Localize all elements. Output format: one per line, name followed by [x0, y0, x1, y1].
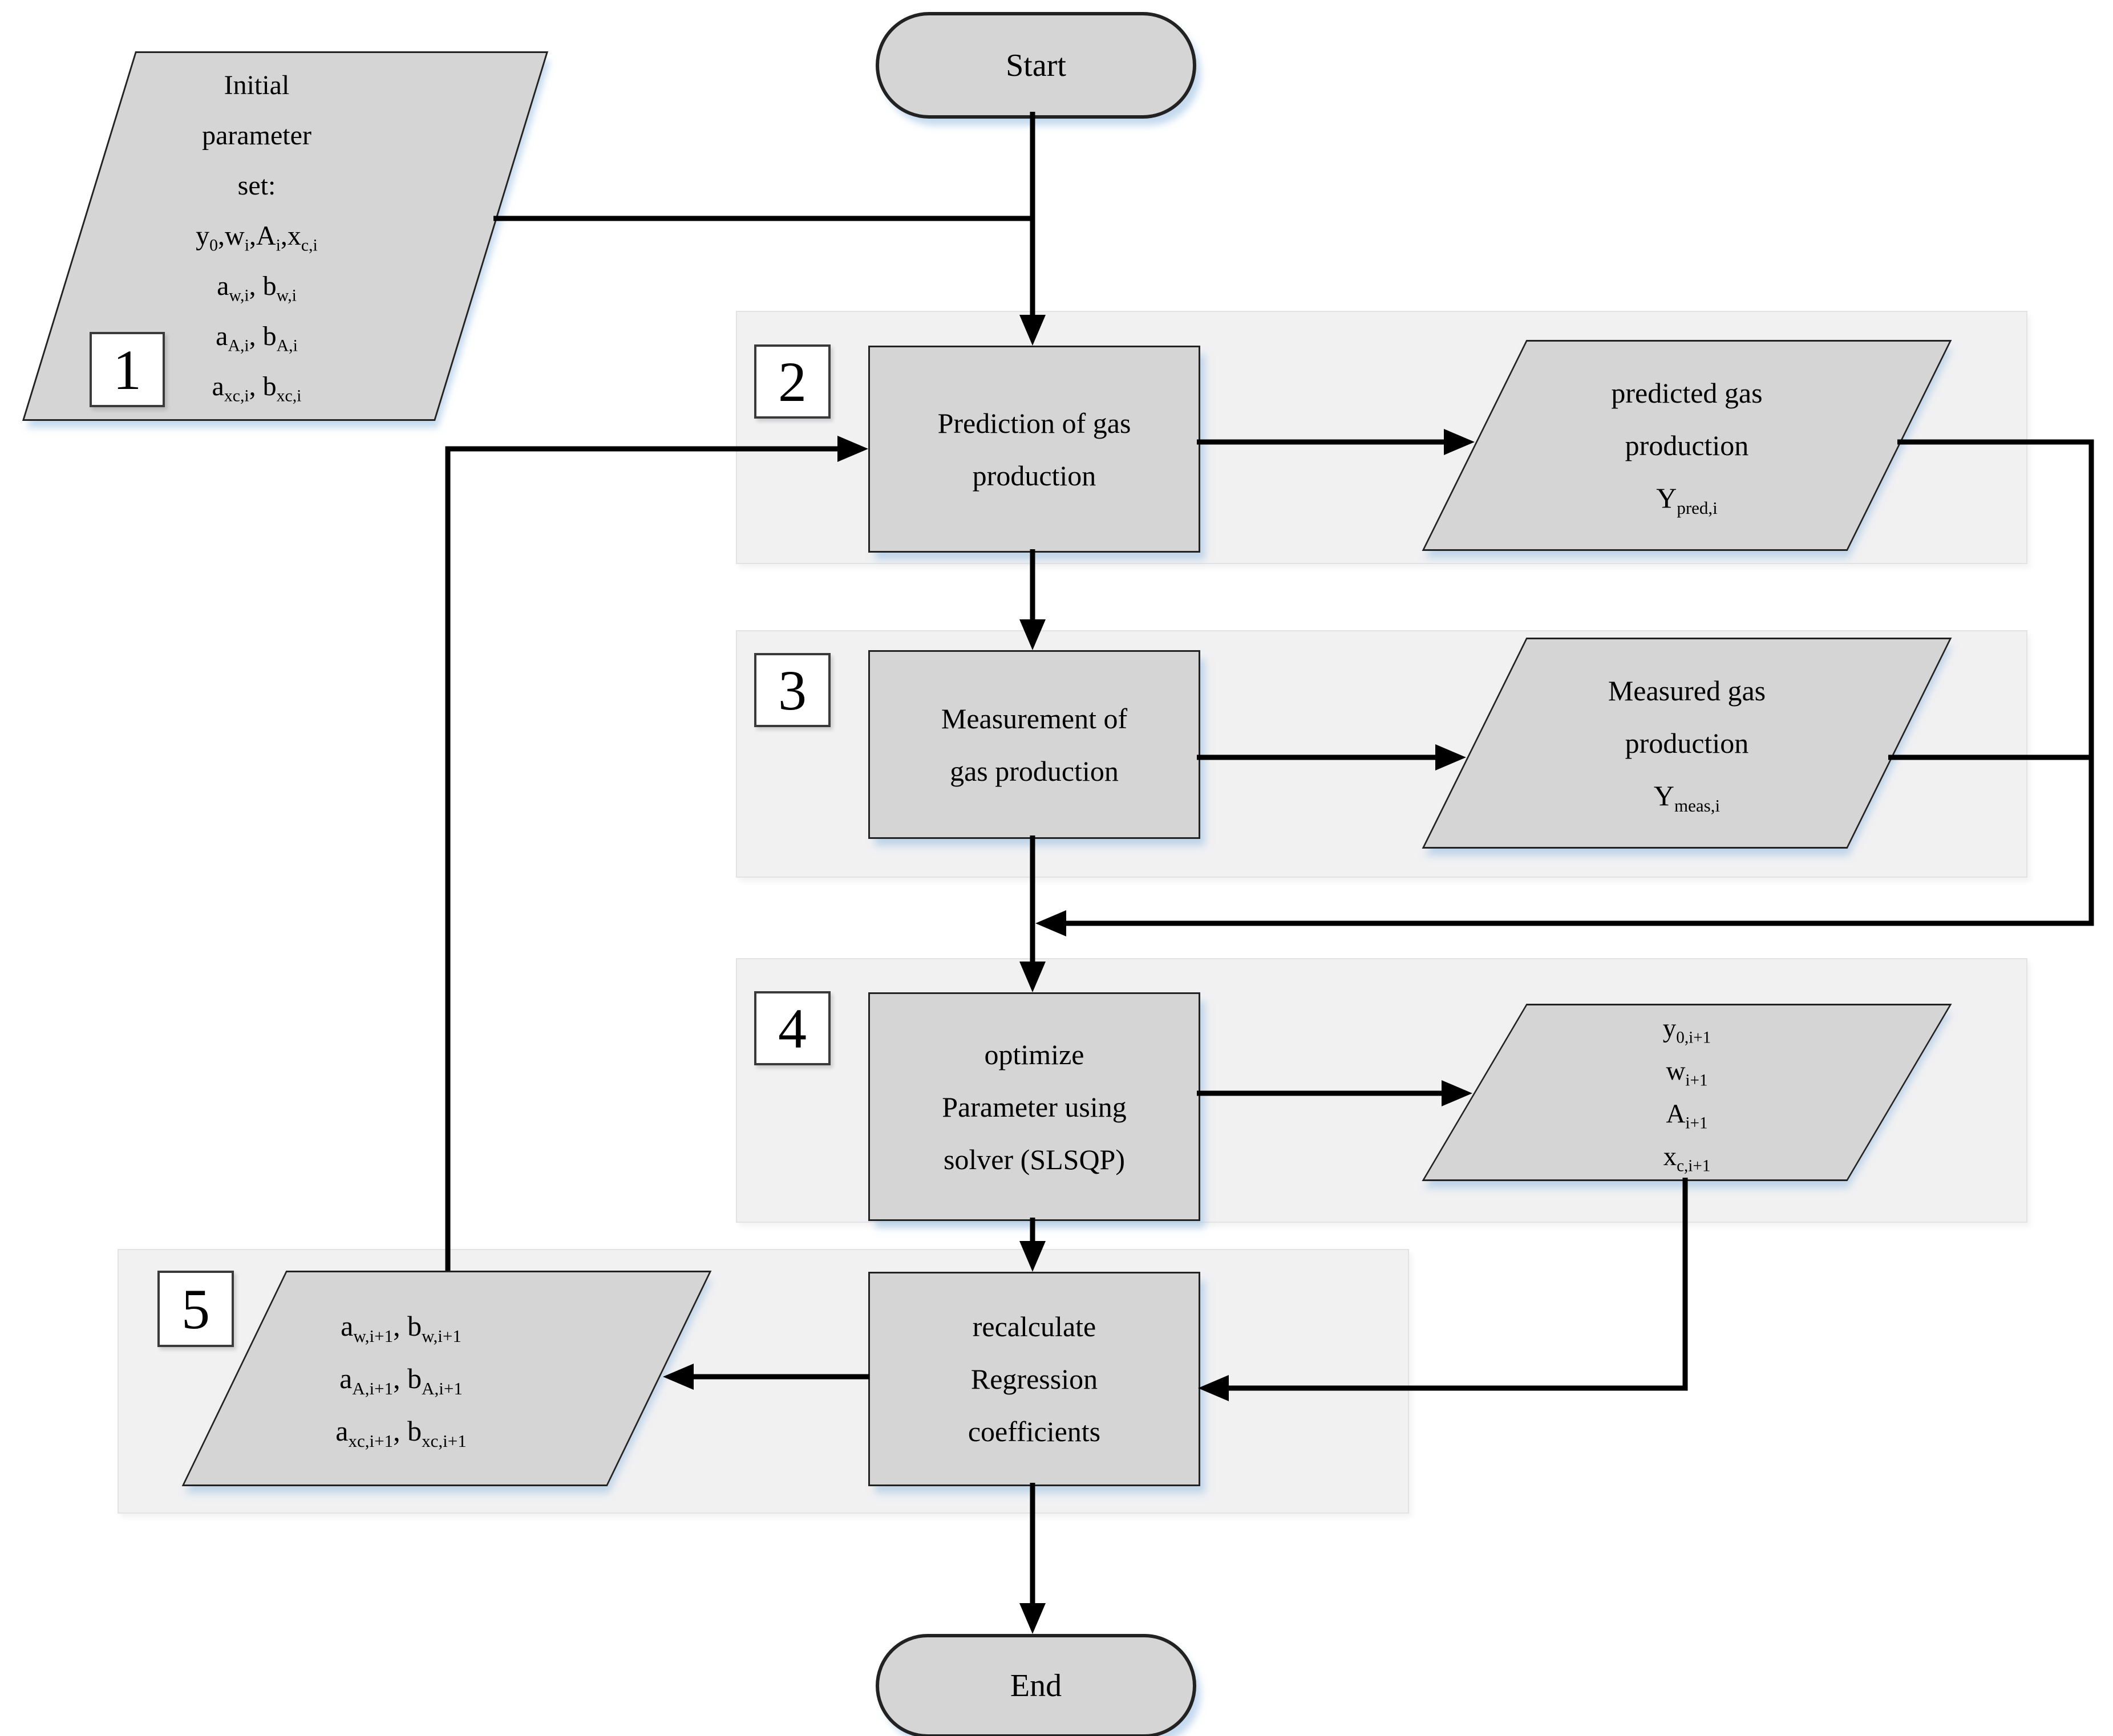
step3-number: 3: [778, 658, 807, 722]
arrowhead-into-recalculate-right: [1198, 1375, 1229, 1401]
end-terminator: End: [876, 1634, 1196, 1736]
step1-number: 1: [113, 338, 141, 401]
edge-feedback-loop-to-prediction: [445, 446, 837, 1271]
prediction-box: Prediction of gas production: [868, 346, 1200, 553]
arrowhead-into-recalculate-top: [1019, 1241, 1046, 1272]
optimize-line3: solver (SLSQP): [943, 1143, 1126, 1175]
step2-number: 2: [778, 350, 807, 413]
arrowhead-into-measurement: [1019, 619, 1046, 650]
arrowhead-into-prediction-top: [1019, 315, 1046, 346]
measurement-line2: gas production: [950, 755, 1119, 787]
start-label: Start: [1006, 47, 1066, 83]
arrowhead-into-coefficients: [663, 1364, 694, 1390]
step4-number: 4: [778, 996, 807, 1060]
recalc-line3: coefficients: [968, 1415, 1101, 1447]
measurement-box: Measurement of gas production: [868, 650, 1200, 839]
optimize-box-text: optimize Parameter using solver (SLSQP): [942, 1028, 1127, 1186]
recalc-line1: recalculate: [972, 1311, 1096, 1342]
arrowhead-into-predictedgas: [1444, 429, 1475, 455]
arrowhead-into-measuredgas: [1435, 744, 1466, 770]
step2-number-badge: 2: [754, 344, 831, 419]
step5-number: 5: [181, 1277, 210, 1341]
recalculate-box: recalculate Regression coefficients: [868, 1272, 1200, 1486]
start-terminator: Start: [876, 12, 1196, 119]
measurement-line1: Measurement of: [941, 702, 1128, 735]
arrowhead-loop-into-prediction-left: [837, 436, 868, 462]
arrowhead-into-optimize: [1019, 962, 1046, 992]
end-label: End: [1010, 1668, 1062, 1703]
measurement-box-text: Measurement of gas production: [941, 692, 1127, 797]
step5-number-badge: 5: [157, 1271, 234, 1347]
step3-number-badge: 3: [754, 653, 831, 727]
arrowhead-into-optparams: [1442, 1080, 1472, 1106]
optimize-line1: optimize: [984, 1038, 1084, 1070]
step4-number-badge: 4: [754, 991, 831, 1065]
optimize-line2: Parameter using: [942, 1090, 1127, 1123]
prediction-box-text: Prediction of gas production: [938, 397, 1131, 502]
recalculate-box-text: recalculate Regression coefficients: [968, 1300, 1100, 1458]
prediction-line2: production: [972, 459, 1096, 492]
arrowhead-into-end: [1019, 1603, 1046, 1634]
prediction-line1: Prediction of gas: [937, 407, 1131, 439]
recalc-line2: Regression: [970, 1363, 1098, 1395]
edge-predictedgas-rail-return: [1066, 439, 2094, 926]
optimize-box: optimize Parameter using solver (SLSQP): [868, 992, 1200, 1221]
arrowhead-return-into-mainline: [1035, 910, 1066, 936]
step1-number-badge: 1: [90, 332, 165, 407]
edge-optparams-to-recalculate: [1229, 1178, 1688, 1391]
